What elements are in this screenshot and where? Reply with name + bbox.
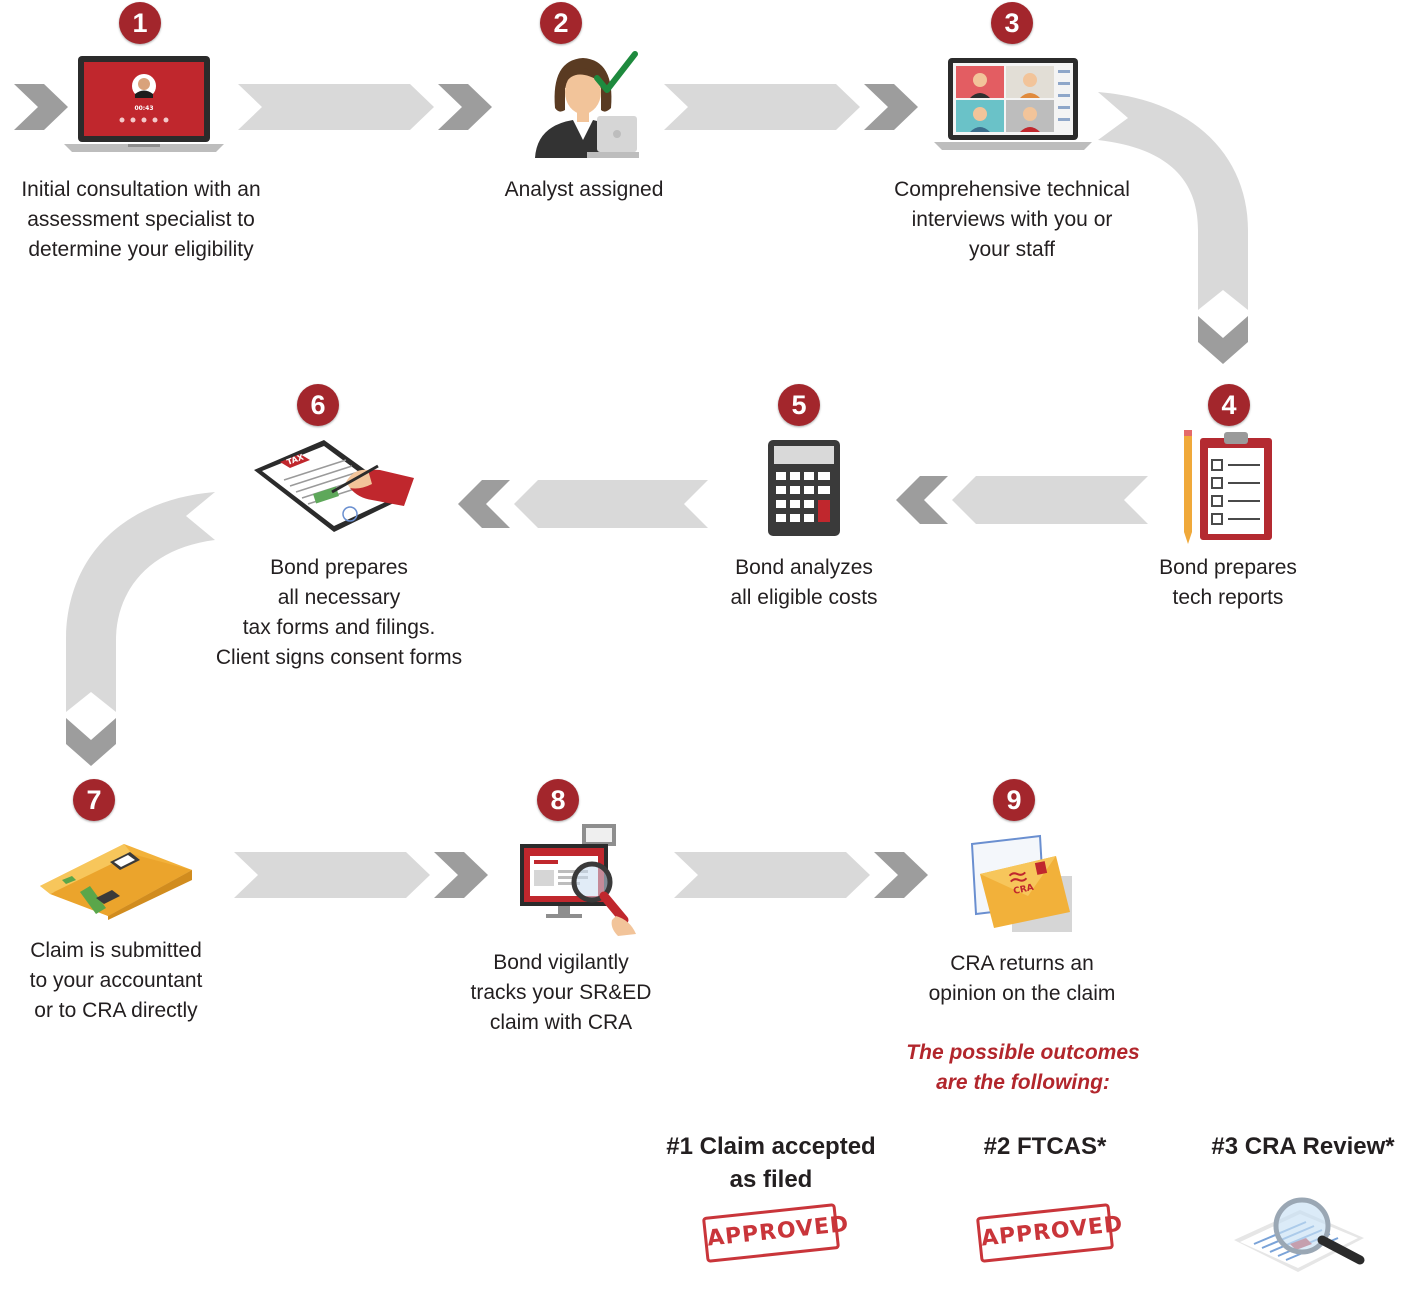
step-8-badge: 8 xyxy=(537,779,579,821)
step-7-line: or to CRA directly xyxy=(34,999,198,1022)
arrow-band-left xyxy=(952,476,1148,524)
clipboard-checklist-icon xyxy=(1184,430,1272,544)
document-review-magnifier-icon xyxy=(1234,1197,1365,1272)
step-6-line: all necessary xyxy=(277,586,401,609)
step-5-line: all eligible costs xyxy=(730,586,878,609)
outcomes-note-line: The possible outcomes xyxy=(906,1041,1140,1064)
chevron-right-icon xyxy=(438,84,492,130)
step-8-line: tracks your SR&ED xyxy=(470,981,652,1004)
step-4-description: Bond prepares tech reports xyxy=(1118,553,1338,613)
step-6-line: tax forms and filings. xyxy=(242,616,436,639)
step-3-description: Comprehensive technical interviews with … xyxy=(862,175,1162,265)
step-7-line: to your accountant xyxy=(29,969,203,992)
chevron-right-icon xyxy=(874,852,928,898)
chevron-left-icon xyxy=(458,480,510,528)
outcome-3-title: #3 CRA Review* xyxy=(1196,1130,1410,1163)
outcome-1-line: as filed xyxy=(729,1166,813,1193)
step-3-line: interviews with you or xyxy=(911,208,1113,231)
step-5-description: Bond analyzes all eligible costs xyxy=(690,553,918,613)
arrow-band-right xyxy=(238,84,434,130)
chevron-right-icon xyxy=(434,852,488,898)
step-3-badge: 3 xyxy=(991,2,1033,44)
outcomes-note-line: are the following: xyxy=(936,1071,1110,1094)
cra-envelope-icon: CRA xyxy=(970,834,1072,932)
step-6-line: Bond prepares xyxy=(270,556,408,579)
video-conference-laptop-icon xyxy=(934,58,1092,150)
step-8-line: claim with CRA xyxy=(489,1011,633,1034)
outcome-3-line: #3 CRA Review* xyxy=(1211,1133,1395,1160)
chevron-down-icon xyxy=(66,718,116,766)
step-4-line: tech reports xyxy=(1172,586,1284,609)
computer-magnifier-icon xyxy=(520,824,636,936)
step-4-line: Bond prepares xyxy=(1159,556,1297,579)
step-1-line: determine your eligibility xyxy=(28,238,254,261)
step-2-description: Analyst assigned xyxy=(470,175,698,205)
package-icon xyxy=(40,844,192,920)
step-3-line: Comprehensive technical xyxy=(894,178,1130,201)
step-9-line: CRA returns an xyxy=(950,952,1094,975)
checkmark-icon xyxy=(594,51,638,93)
step-8-line: Bond vigilantly xyxy=(493,951,629,974)
tax-form-signing-icon: TAX xyxy=(254,440,414,532)
step-2-badge: 2 xyxy=(540,2,582,44)
step-3-line: your staff xyxy=(969,238,1055,261)
step-6-line: Client signs consent forms xyxy=(215,646,463,669)
arrow-band-right xyxy=(234,852,430,898)
step-6-badge: 6 xyxy=(297,384,339,426)
step-9-badge: 9 xyxy=(993,779,1035,821)
step-6-description: Bond prepares all necessary tax forms an… xyxy=(186,553,492,673)
curved-arrow-band xyxy=(1098,92,1248,310)
outcome-1-title: #1 Claim accepted as filed xyxy=(640,1130,902,1196)
chevron-down-icon xyxy=(1198,316,1248,364)
arrow-band-right xyxy=(674,852,870,898)
curved-arrow-band xyxy=(66,492,215,712)
step-1-line: Initial consultation with an xyxy=(21,178,261,201)
laptop-timer: 00:43 xyxy=(134,105,153,112)
step-1-badge: 1 xyxy=(119,2,161,44)
analyst-icon xyxy=(535,51,639,158)
step-7-line: Claim is submitted xyxy=(30,939,202,962)
outcome-1-line: #1 Claim accepted xyxy=(666,1133,876,1160)
step-7-description: Claim is submitted to your accountant or… xyxy=(6,936,226,1026)
envelope-cra-label: CRA xyxy=(1013,883,1035,897)
step-5-badge: 5 xyxy=(778,384,820,426)
step-4-badge: 4 xyxy=(1208,384,1250,426)
laptop-video-call-icon: 00:43 xyxy=(64,56,224,152)
step-1-line: assessment specialist to xyxy=(27,208,255,231)
chevron-left-icon xyxy=(896,476,948,524)
calculator-icon xyxy=(768,440,840,536)
arrow-band-left xyxy=(514,480,708,528)
chevron-right-icon xyxy=(864,84,918,130)
chevron-right-icon xyxy=(14,84,68,130)
outcome-2-line: #2 FTCAS* xyxy=(983,1133,1107,1160)
step-7-badge: 7 xyxy=(73,779,115,821)
outcomes-note: The possible outcomes are the following: xyxy=(890,1038,1156,1098)
arrow-band-right xyxy=(664,84,860,130)
step-9-line: opinion on the claim xyxy=(928,982,1116,1005)
step-9-description: CRA returns an opinion on the claim xyxy=(904,949,1140,1009)
step-5-line: Bond analyzes xyxy=(735,556,873,579)
step-8-description: Bond vigilantly tracks your SR&ED claim … xyxy=(446,948,676,1038)
step-1-description: Initial consultation with an assessment … xyxy=(0,175,282,265)
outcome-2-title: #2 FTCAS* xyxy=(940,1130,1150,1163)
step-2-line: Analyst assigned xyxy=(504,178,664,201)
